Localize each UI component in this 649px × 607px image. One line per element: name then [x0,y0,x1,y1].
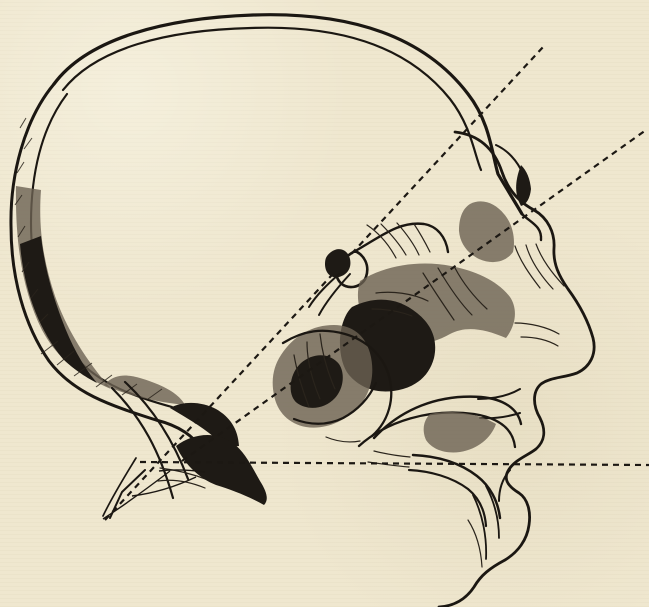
occipital-base [103,382,267,518]
cranial-bone-texture [15,118,239,446]
mouth-and-jaw [326,397,521,526]
